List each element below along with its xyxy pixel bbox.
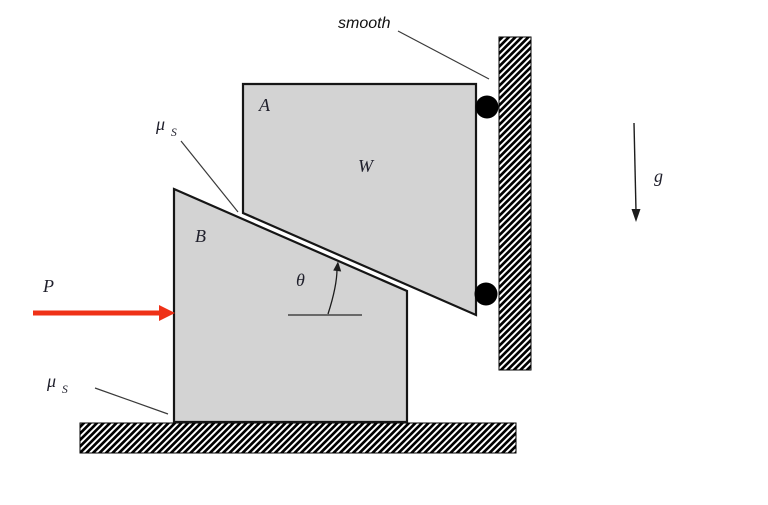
label-mu-ground-symbol: μ [46,371,56,391]
angle-arc [327,268,338,315]
label-gravity-g: g [654,166,663,186]
label-weight-w: W [358,156,375,176]
label-mu-s-interface: μ S [155,114,177,139]
force-p-arrow [33,305,175,321]
angle-arc-arrow [327,261,342,315]
wall-hatch [498,36,532,371]
label-theta: θ [296,270,305,290]
block-b-shape [172,187,409,424]
leader-line-mu-ground [94,387,169,415]
label-mu-interface-subscript: S [171,127,177,139]
label-mu-ground-subscript: S [62,384,68,396]
label-smooth: smooth [338,15,391,32]
label-mu-interface-symbol: μ [155,114,165,134]
label-block-a: A [258,95,271,115]
label-block-b: B [195,226,206,246]
leader-line-mu-interface [180,140,239,213]
leader-line-smooth [397,30,490,80]
ground-hatch [79,422,517,454]
block-a-shape [241,82,478,317]
gravity-arrowhead [631,209,641,222]
label-mu-s-ground: μ S [46,371,68,396]
gravity-arrow-shaft [633,122,637,212]
force-p-arrowhead [159,305,175,321]
angle-arc-arrowhead [333,261,342,272]
roller-bottom [474,282,498,306]
label-force-p: P [42,276,54,296]
gravity-arrow [631,122,641,222]
roller-top [475,95,499,119]
